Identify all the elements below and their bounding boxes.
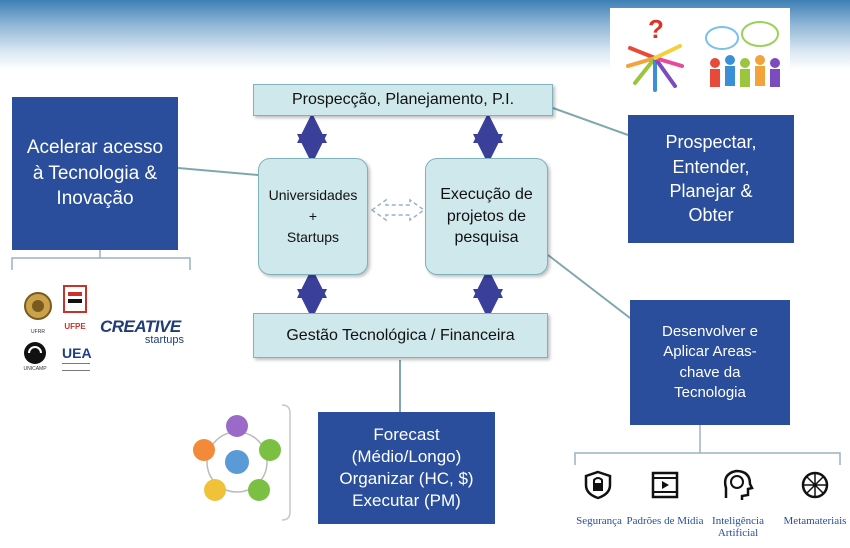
double-arrows	[297, 113, 503, 319]
svg-text:?: ?	[648, 14, 664, 44]
connector-acelerar	[177, 167, 259, 176]
forecast-bracket	[281, 404, 291, 521]
box-universidades: Universidades + Startups	[258, 158, 368, 275]
creative-logo-sub: startups	[144, 334, 184, 346]
tech-label-1: Padrões de Mídia	[626, 515, 704, 527]
tech-icon-1	[650, 470, 680, 500]
question-burst-icon: ?	[626, 14, 780, 92]
box-execucao: Execução de projetos de pesquisa	[425, 158, 548, 275]
unicamp-logo	[20, 340, 50, 370]
connector-desenvolver	[547, 254, 631, 319]
tech-icon-0	[583, 470, 613, 500]
ufrr-logo-label: UFRR	[31, 329, 45, 335]
ufpe-logo-label: UFPE	[64, 322, 86, 331]
media-player-icon	[651, 471, 679, 499]
tech-label-2: Inteligência Artificial	[712, 515, 764, 540]
box-gestao: Gestão Tecnológica / Financeira	[253, 313, 548, 358]
brain-head-icon	[723, 469, 754, 500]
uea-logo-underline	[62, 363, 90, 371]
connector-prospectar	[552, 107, 629, 136]
creative-logo-main: CREATIVE	[100, 317, 181, 336]
tech-icon-3	[800, 470, 830, 500]
box-acelerar: Acelerar acesso à Tecnologia & Inovação	[12, 97, 178, 250]
icons-bracket	[574, 452, 841, 465]
logos-bracket	[11, 257, 191, 270]
uea-logo: UEA	[62, 345, 92, 361]
ufrr-logo	[20, 290, 56, 332]
unicamp-logo-label: UNICAMP	[23, 366, 47, 372]
box-forecast: Forecast (Médio/Longo) Organizar (HC, $)…	[318, 412, 495, 524]
lock-shield-icon	[584, 470, 612, 500]
idea-illustration-panel: ?	[610, 8, 790, 100]
tech-label-0: Segurança	[576, 515, 622, 527]
process-groups-cycle	[193, 410, 281, 510]
creative-startups-logo: CREATIVE startups	[100, 317, 192, 346]
sphere-icon	[801, 471, 829, 499]
box-prospectar: Prospectar, Entender, Planejar & Obter	[628, 115, 794, 243]
dashed-double-arrow	[370, 198, 426, 222]
box-prospeccao: Prospecção, Planejamento, P.I.	[253, 84, 553, 116]
ufpe-logo	[62, 284, 88, 324]
box-desenvolver: Desenvolver e Aplicar Areas- chave da Te…	[630, 300, 790, 425]
tech-label-3: Metamateriais	[783, 515, 847, 527]
tech-icon-2	[720, 468, 754, 502]
